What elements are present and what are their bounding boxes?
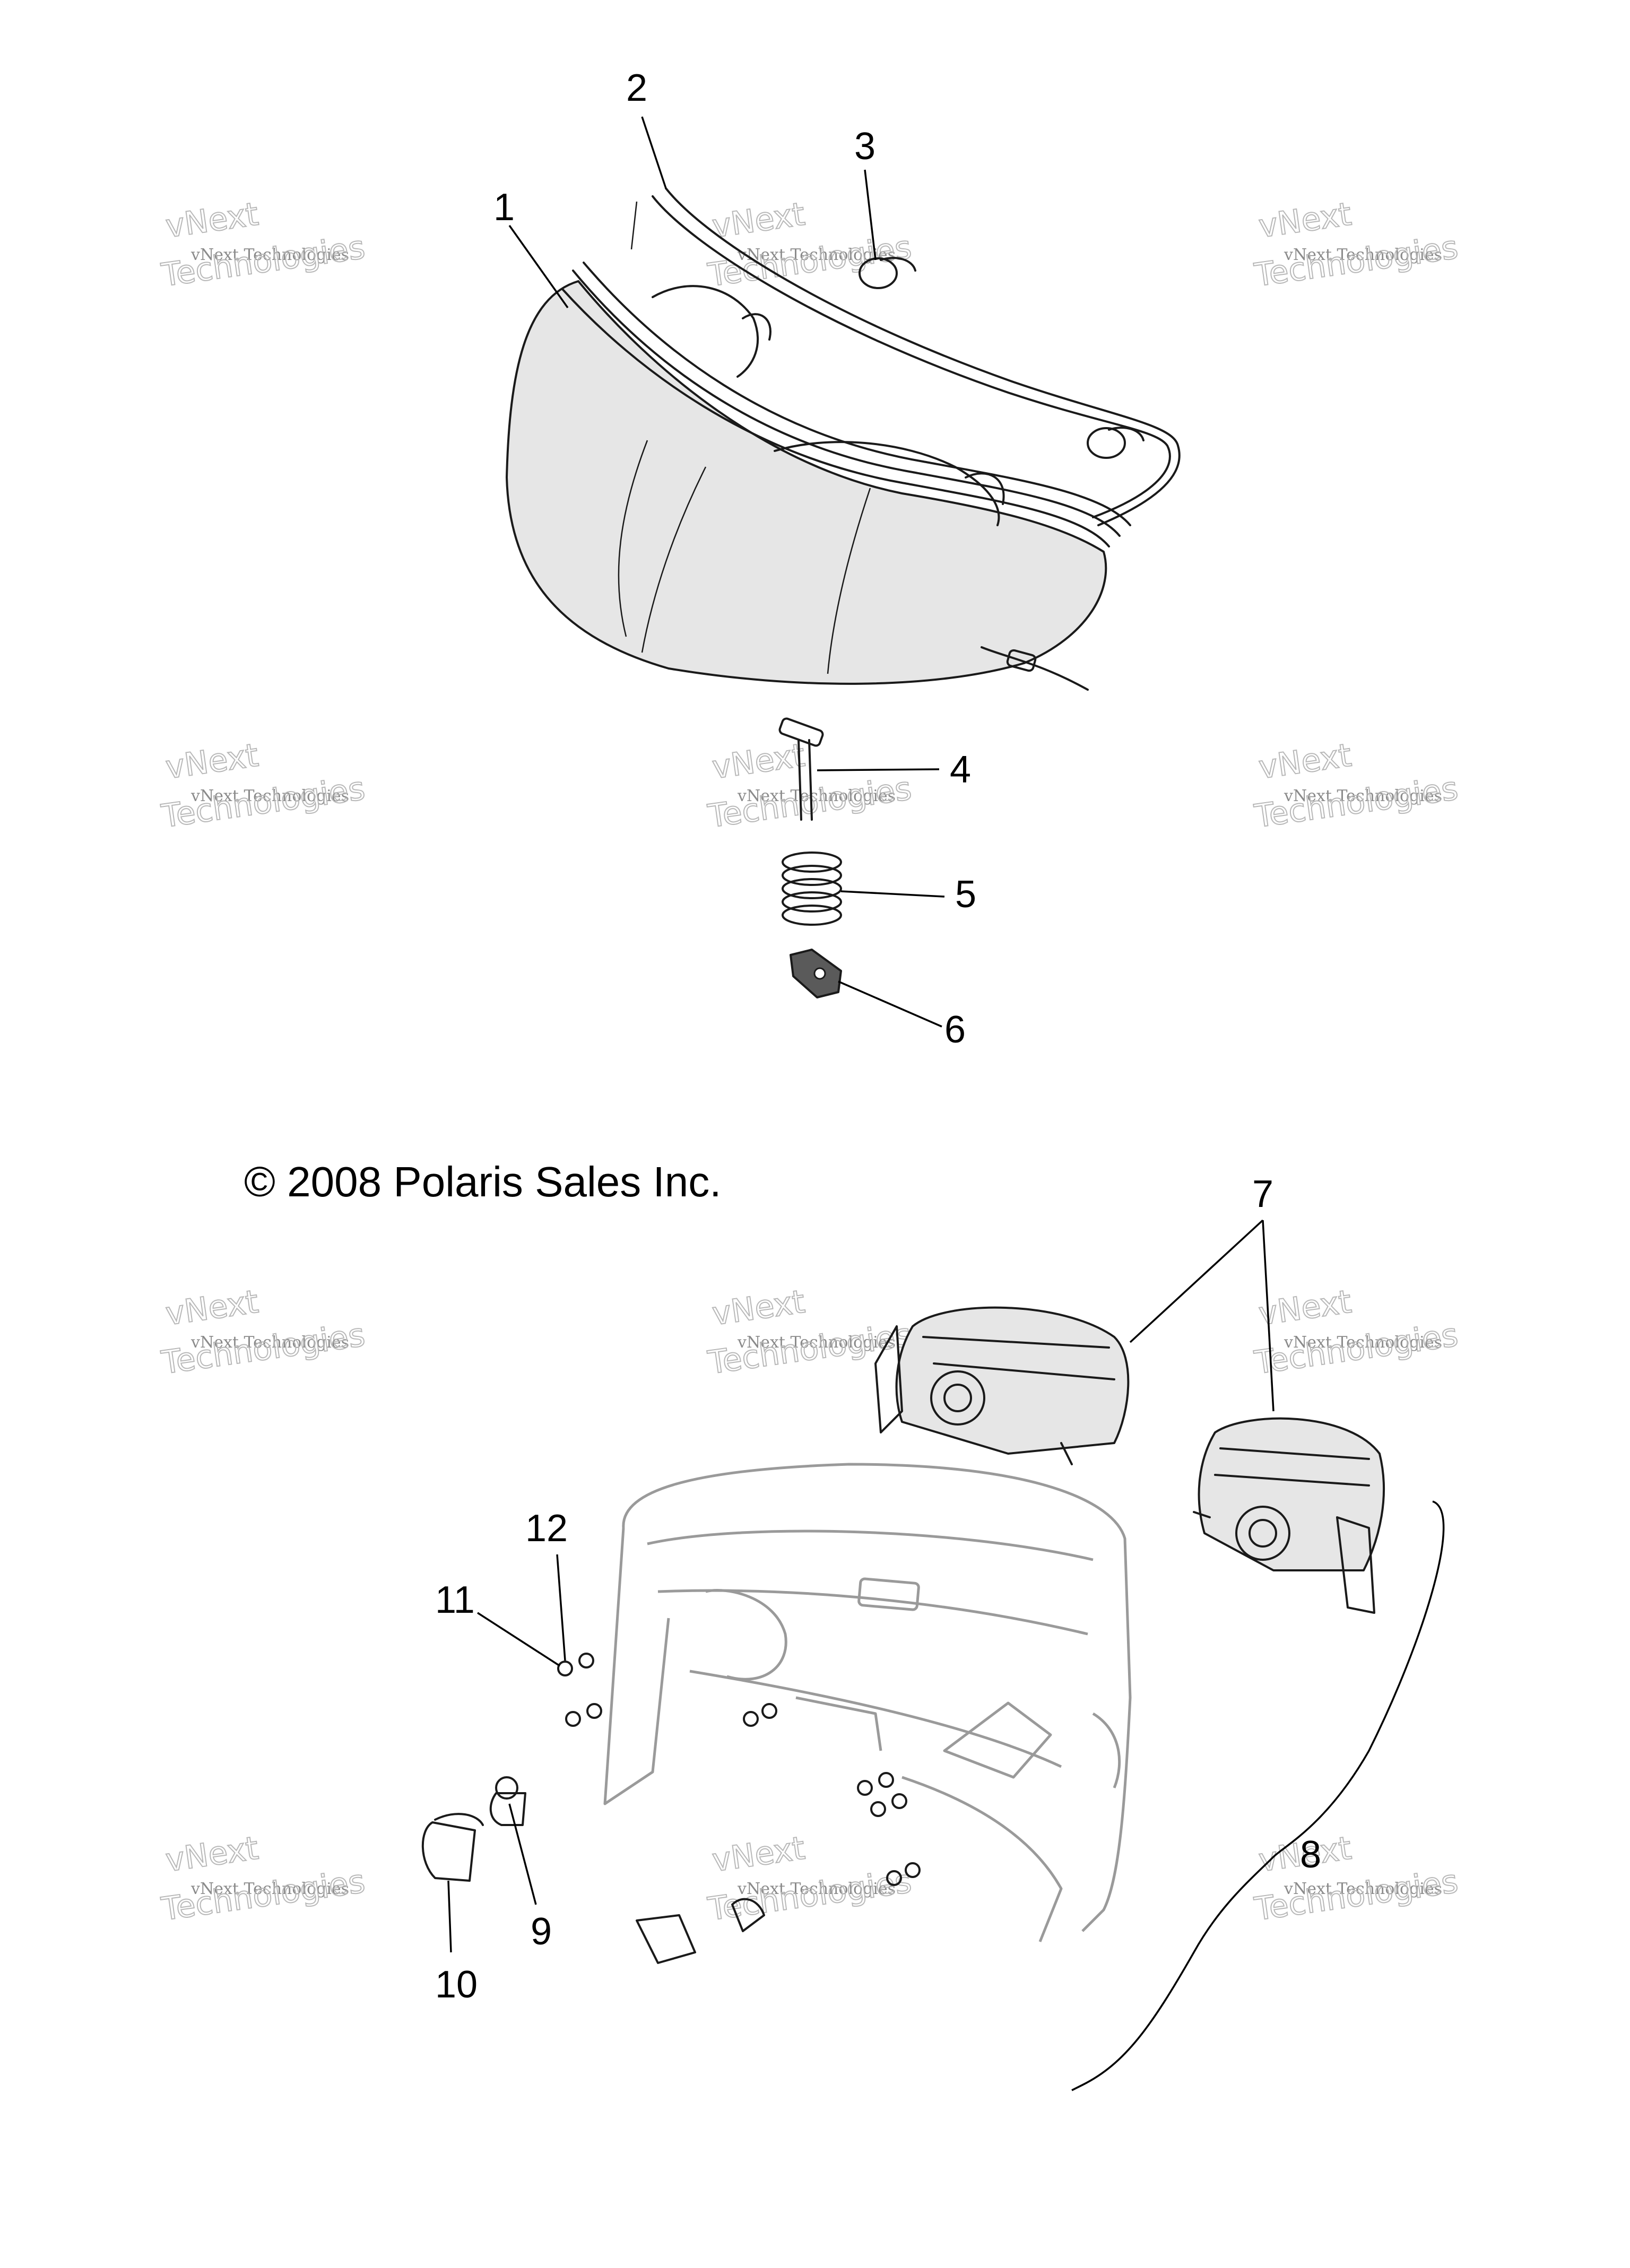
- callout-2: 2: [626, 67, 647, 109]
- hood-bracket: [1071, 1500, 1445, 2091]
- callout-8: 8: [1300, 1833, 1321, 1876]
- watermark-top: vNext: [1256, 737, 1354, 787]
- hood-assembly-part: [603, 1463, 1132, 1942]
- callout-labels: 1 2 3 4 5 6 7 8 9 10 11 12: [435, 67, 1321, 2006]
- watermark-top: vNext: [710, 196, 807, 246]
- callout-9: 9: [531, 1910, 552, 1953]
- callout-12: 12: [525, 1507, 568, 1550]
- watermark-top: vNext: [163, 196, 261, 246]
- callout-5: 5: [955, 873, 976, 916]
- callout-10: 10: [435, 1963, 478, 2006]
- watermark-top: vNext: [710, 1830, 807, 1880]
- watermark: vNext vNext Technologies Technologies: [705, 1829, 914, 1929]
- adjuster-screw-part: [778, 717, 824, 821]
- callout-3: 3: [854, 125, 875, 168]
- watermark: vNext vNext Technologies Technologies: [159, 1283, 368, 1383]
- bulb-socket-part: [421, 1776, 765, 1964]
- watermark-top: vNext: [1256, 1283, 1354, 1333]
- watermark-text: vNext Technologies: [190, 1333, 349, 1352]
- watermark-text: vNext Technologies: [190, 246, 349, 264]
- watermark-text: vNext Technologies: [1284, 1880, 1442, 1898]
- trim-seal-part: [630, 187, 1181, 526]
- watermark-text: vNext Technologies: [1284, 246, 1442, 264]
- watermark-text: vNext Technologies: [190, 1880, 349, 1898]
- fastener-parts: [557, 1653, 921, 1886]
- watermark: vNext vNext Technologies Technologies: [705, 736, 914, 836]
- watermark-text: vNext Technologies: [737, 787, 896, 805]
- watermark-top: vNext: [163, 1283, 261, 1333]
- watermark: vNext vNext Technologies Technologies: [1252, 1829, 1461, 1929]
- watermark: vNext vNext Technologies Technologies: [705, 195, 914, 295]
- watermark-top: vNext: [163, 737, 261, 787]
- copyright-text: © 2008 Polaris Sales Inc.: [244, 1158, 721, 1205]
- watermark-top: vNext: [710, 737, 807, 787]
- callout-7: 7: [1252, 1173, 1273, 1215]
- watermark: vNext vNext Technologies Technologies: [1252, 195, 1461, 295]
- leader-lines: [447, 116, 1274, 1953]
- watermark: vNext vNext Technologies Technologies: [159, 195, 368, 295]
- watermark-text: vNext Technologies: [1284, 1333, 1442, 1352]
- bulb-part: [859, 257, 1145, 459]
- watermark: vNext vNext Technologies Technologies: [1252, 736, 1461, 836]
- watermark-top: vNext: [710, 1283, 807, 1333]
- watermark-text: vNext Technologies: [1284, 787, 1442, 805]
- watermark: vNext vNext Technologies Technologies: [159, 1829, 368, 1929]
- callout-11: 11: [435, 1579, 475, 1621]
- callout-4: 4: [950, 749, 971, 791]
- spring-part: [782, 851, 842, 926]
- headlight-housing-part: [874, 1306, 1385, 1614]
- watermark: vNext vNext Technologies Technologies: [159, 736, 368, 836]
- callout-6: 6: [944, 1009, 966, 1051]
- headlight-assembly-part: [506, 262, 1131, 691]
- clip-nut-part: [790, 949, 842, 998]
- watermark-text: vNext Technologies: [737, 1333, 896, 1352]
- watermark-top: vNext: [163, 1830, 261, 1880]
- watermark-top: vNext: [1256, 196, 1354, 246]
- watermark-text: vNext Technologies: [190, 787, 349, 805]
- watermark: vNext vNext Technologies Technologies: [1252, 1283, 1461, 1383]
- watermark: vNext vNext Technologies Technologies: [705, 1283, 914, 1383]
- callout-1: 1: [493, 186, 515, 229]
- watermark-text: vNext Technologies: [737, 1880, 896, 1898]
